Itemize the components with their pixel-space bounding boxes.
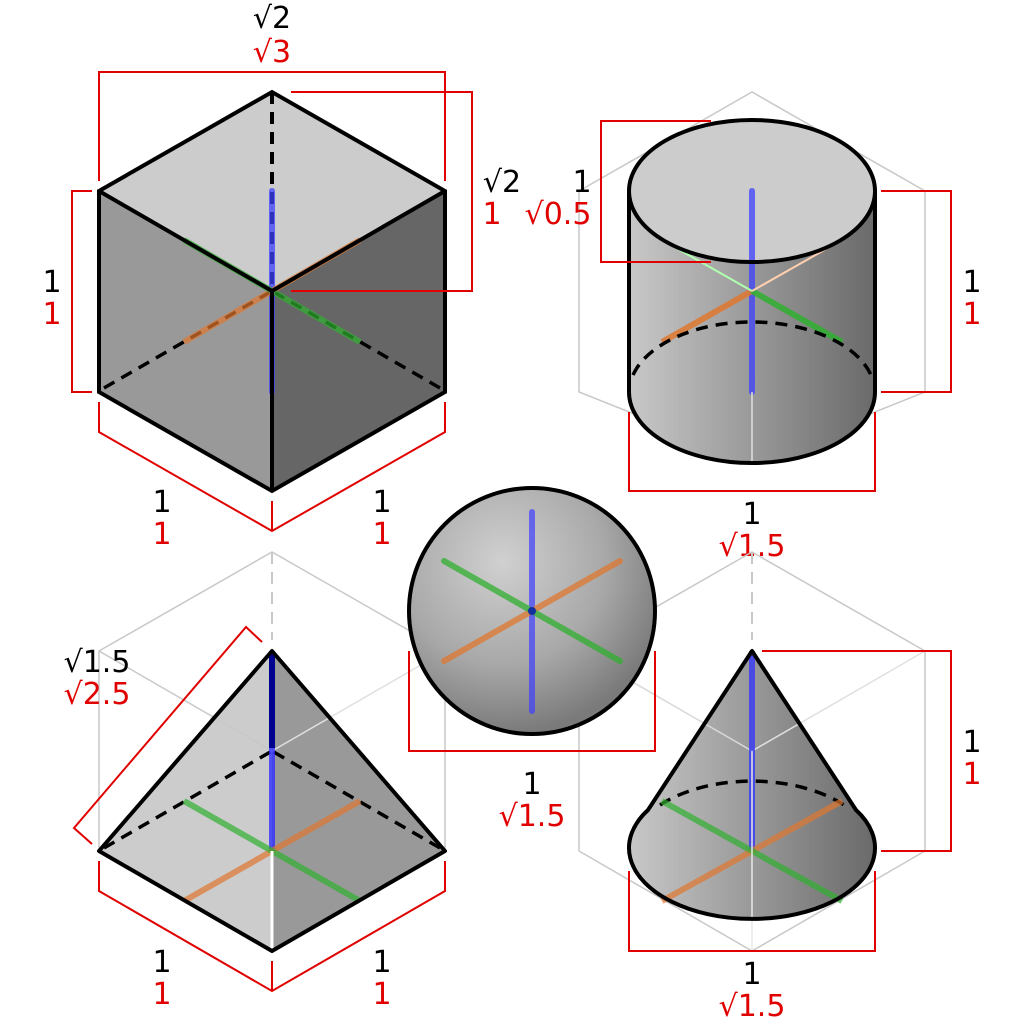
pyramid-shape [72, 551, 447, 993]
cube-height-label: 1 [42, 265, 61, 300]
cone-height-label: 1 [962, 725, 981, 760]
pyramid-width-right-label-red: 1 [372, 977, 391, 1012]
cube-shape [71, 71, 473, 533]
cube-width-left-label-red: 1 [152, 517, 171, 552]
cone-width-label-red: √1.5 [719, 989, 786, 1024]
sphere-diameter-label: 1 [522, 767, 541, 802]
cube-height-label-red: 1 [42, 297, 61, 332]
sphere-shape [407, 486, 657, 752]
cylinder-height-label-red: 1 [962, 297, 981, 332]
cone-height-label-red: 1 [962, 757, 981, 792]
cone-shape [578, 551, 952, 952]
cone-width-label: 1 [742, 957, 761, 992]
cube-width-right-label-red: 1 [372, 517, 391, 552]
cylinder-top-label: 1 [572, 165, 591, 200]
cylinder-top-label-red: √0.5 [525, 197, 592, 232]
pyramid-width-right-label: 1 [372, 945, 391, 980]
cylinder-height-label: 1 [962, 265, 981, 300]
cube-diagonal-label-red: 1 [482, 197, 501, 232]
cube-top-label-red: √3 [253, 35, 291, 70]
cylinder-shape [578, 91, 952, 492]
pyramid-slant-label: √1.5 [64, 645, 131, 680]
cube-top-label: √2 [253, 1, 291, 36]
cylinder-width-label: 1 [742, 497, 761, 532]
cube-width-right-label: 1 [372, 485, 391, 520]
cube-diagonal-label: √2 [483, 165, 521, 200]
pyramid-width-left-label: 1 [152, 945, 171, 980]
pyramid-width-left-label-red: 1 [152, 977, 171, 1012]
pyramid-slant-label-red: √2.5 [64, 677, 131, 712]
sphere-diameter-label-red: √1.5 [499, 799, 566, 834]
cube-width-left-label: 1 [152, 485, 171, 520]
